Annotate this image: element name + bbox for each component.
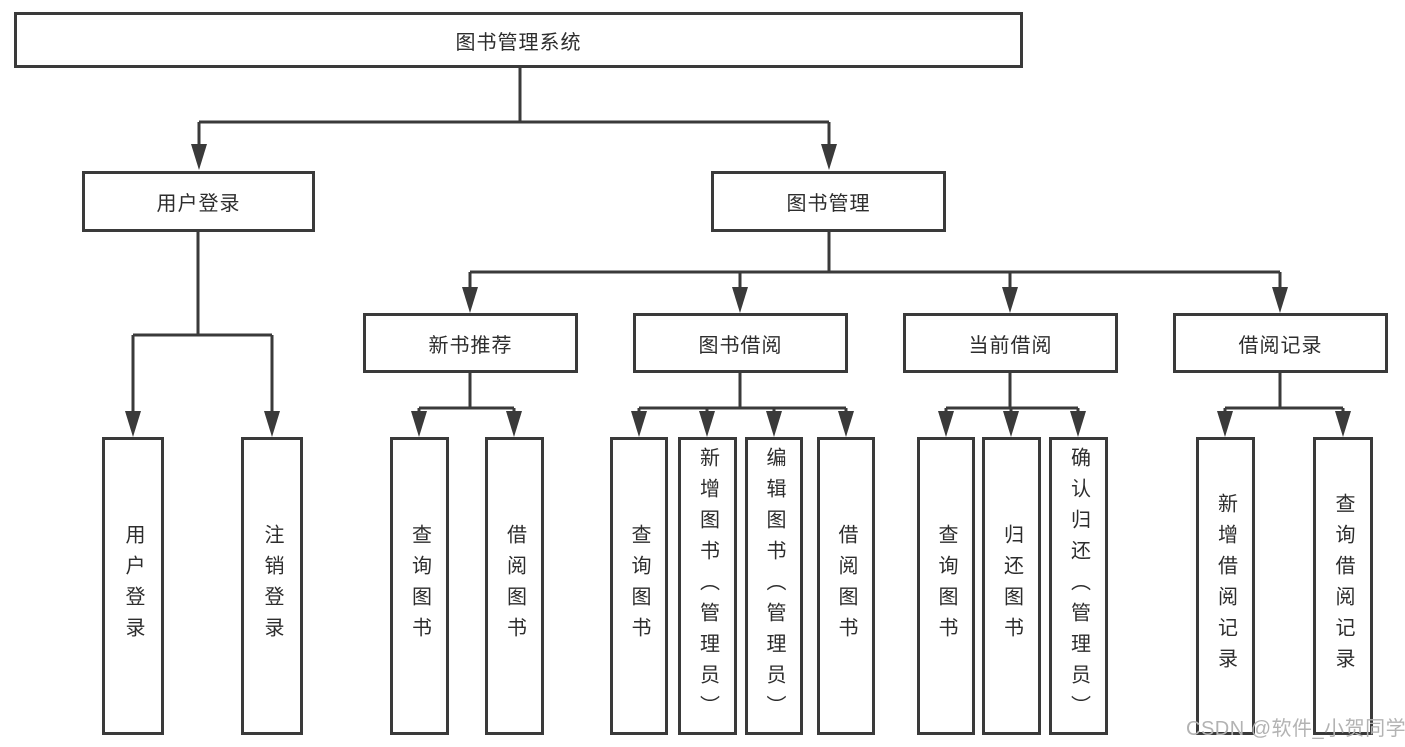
node-label: 图书管理系统 [455, 31, 582, 54]
leaf-add-borrow-record: 新增借阅记录 [1196, 437, 1255, 735]
node-label: 归还图书 [1000, 524, 1023, 648]
node-label: 查询图书 [628, 524, 650, 648]
node-current-borrowing: 当前借阅 [903, 313, 1118, 373]
node-label: 编辑图书（管理员） [763, 446, 785, 726]
leaf-query-borrow-record: 查询借阅记录 [1313, 437, 1373, 735]
leaf-edit-books-admin: 编辑图书（管理员） [745, 437, 803, 735]
node-label: 用户登录 [122, 524, 144, 648]
node-library-system: 图书管理系统 [14, 12, 1023, 68]
node-label: 图书管理 [786, 193, 871, 215]
leaf-query-books-current: 查询图书 [917, 437, 975, 735]
leaf-logout: 注销登录 [241, 437, 303, 735]
leaf-borrow-books: 借阅图书 [817, 437, 875, 735]
node-label: 借阅图书 [503, 524, 526, 648]
node-book-borrowing: 图书借阅 [633, 313, 848, 373]
leaf-borrow-books-recommend: 借阅图书 [485, 437, 544, 735]
leaf-return-books: 归还图书 [982, 437, 1041, 735]
csdn-watermark: CSDN @软件_小贺同学 [1186, 718, 1405, 740]
leaf-user-login: 用户登录 [102, 437, 164, 735]
node-label: 借阅记录 [1238, 334, 1323, 357]
node-label: 借阅图书 [835, 524, 857, 648]
leaf-confirm-return-admin: 确认归还（管理员） [1049, 437, 1108, 735]
node-label: 当前借阅 [968, 334, 1053, 357]
node-label: 新增图书（管理员） [696, 446, 719, 726]
node-book-management: 图书管理 [711, 171, 946, 232]
leaf-query-books-borrowing: 查询图书 [610, 437, 668, 735]
node-label: 新书推荐 [428, 334, 513, 357]
leaf-add-books-admin: 新增图书（管理员） [678, 437, 737, 735]
node-borrowing-records: 借阅记录 [1173, 313, 1388, 373]
node-label: 查询图书 [408, 524, 431, 648]
leaf-query-books-recommend: 查询图书 [390, 437, 449, 735]
node-label: 查询借阅记录 [1332, 493, 1354, 679]
node-label: 新增借阅记录 [1214, 493, 1237, 679]
node-label: 图书借阅 [698, 334, 783, 357]
node-label: 用户登录 [156, 193, 241, 215]
node-label: 确认归还（管理员） [1067, 446, 1090, 726]
node-label: 查询图书 [935, 524, 957, 648]
node-new-book-recommend: 新书推荐 [363, 313, 578, 373]
node-user-login: 用户登录 [82, 171, 315, 232]
node-label: 注销登录 [261, 524, 283, 648]
